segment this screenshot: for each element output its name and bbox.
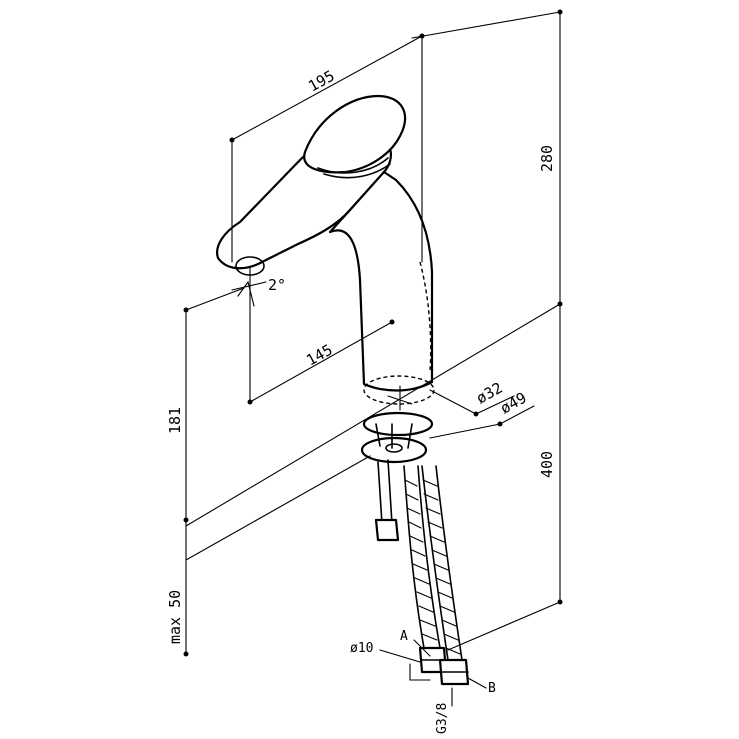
label-145: 145 xyxy=(303,341,335,370)
label-max-50: max 50 xyxy=(166,590,184,644)
dimension-base-diameters: ø32 ø49 xyxy=(429,379,535,439)
label-280: 280 xyxy=(538,145,556,172)
label-195: 195 xyxy=(305,67,337,96)
label-hose-b: B xyxy=(488,681,496,696)
label-400: 400 xyxy=(538,451,556,478)
label-hose-a: A xyxy=(400,629,408,644)
dimension-181: 181 xyxy=(166,287,245,523)
label-angle: 2° xyxy=(268,276,286,294)
dimension-400: 400 xyxy=(185,303,563,651)
label-181: 181 xyxy=(166,407,184,434)
label-hose-diameter: ø10 xyxy=(350,641,373,656)
faucet-icon xyxy=(216,94,435,411)
braided-hose-icon xyxy=(374,459,470,686)
dimension-280: 280 xyxy=(411,9,563,307)
mounting-nut xyxy=(360,411,434,464)
dimension-max-50: max 50 xyxy=(166,455,371,657)
label-thread: G3/8 xyxy=(435,703,450,734)
hose-callouts: ø10 A B G3/8 xyxy=(350,629,496,734)
